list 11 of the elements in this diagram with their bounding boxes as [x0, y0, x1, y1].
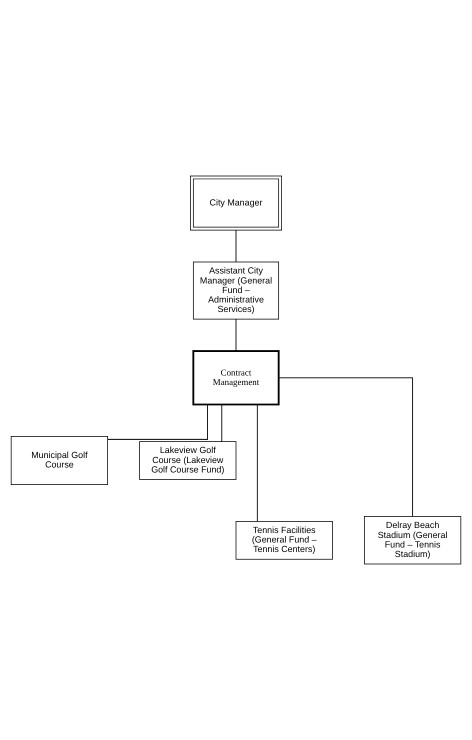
connector	[278, 377, 414, 517]
connector	[221, 404, 222, 442]
connector	[107, 404, 208, 440]
node-box: Municipal Golf Course	[10, 436, 108, 485]
node-box: Tennis Facilities (General Fund – Tennis Centers)	[236, 521, 333, 560]
node-box: City Manager	[190, 176, 282, 230]
node-box: Assistant City Manager (General Fund – Administrative Services)	[192, 262, 280, 320]
connector	[256, 404, 258, 522]
node-box: Delray Beach Stadium (General Fund – Tennis Stadium)	[364, 516, 462, 564]
node-box: Lakeview Golf Course (Lakeview Golf Course Fund)	[139, 441, 236, 480]
node-box: Contract Management	[192, 350, 280, 406]
